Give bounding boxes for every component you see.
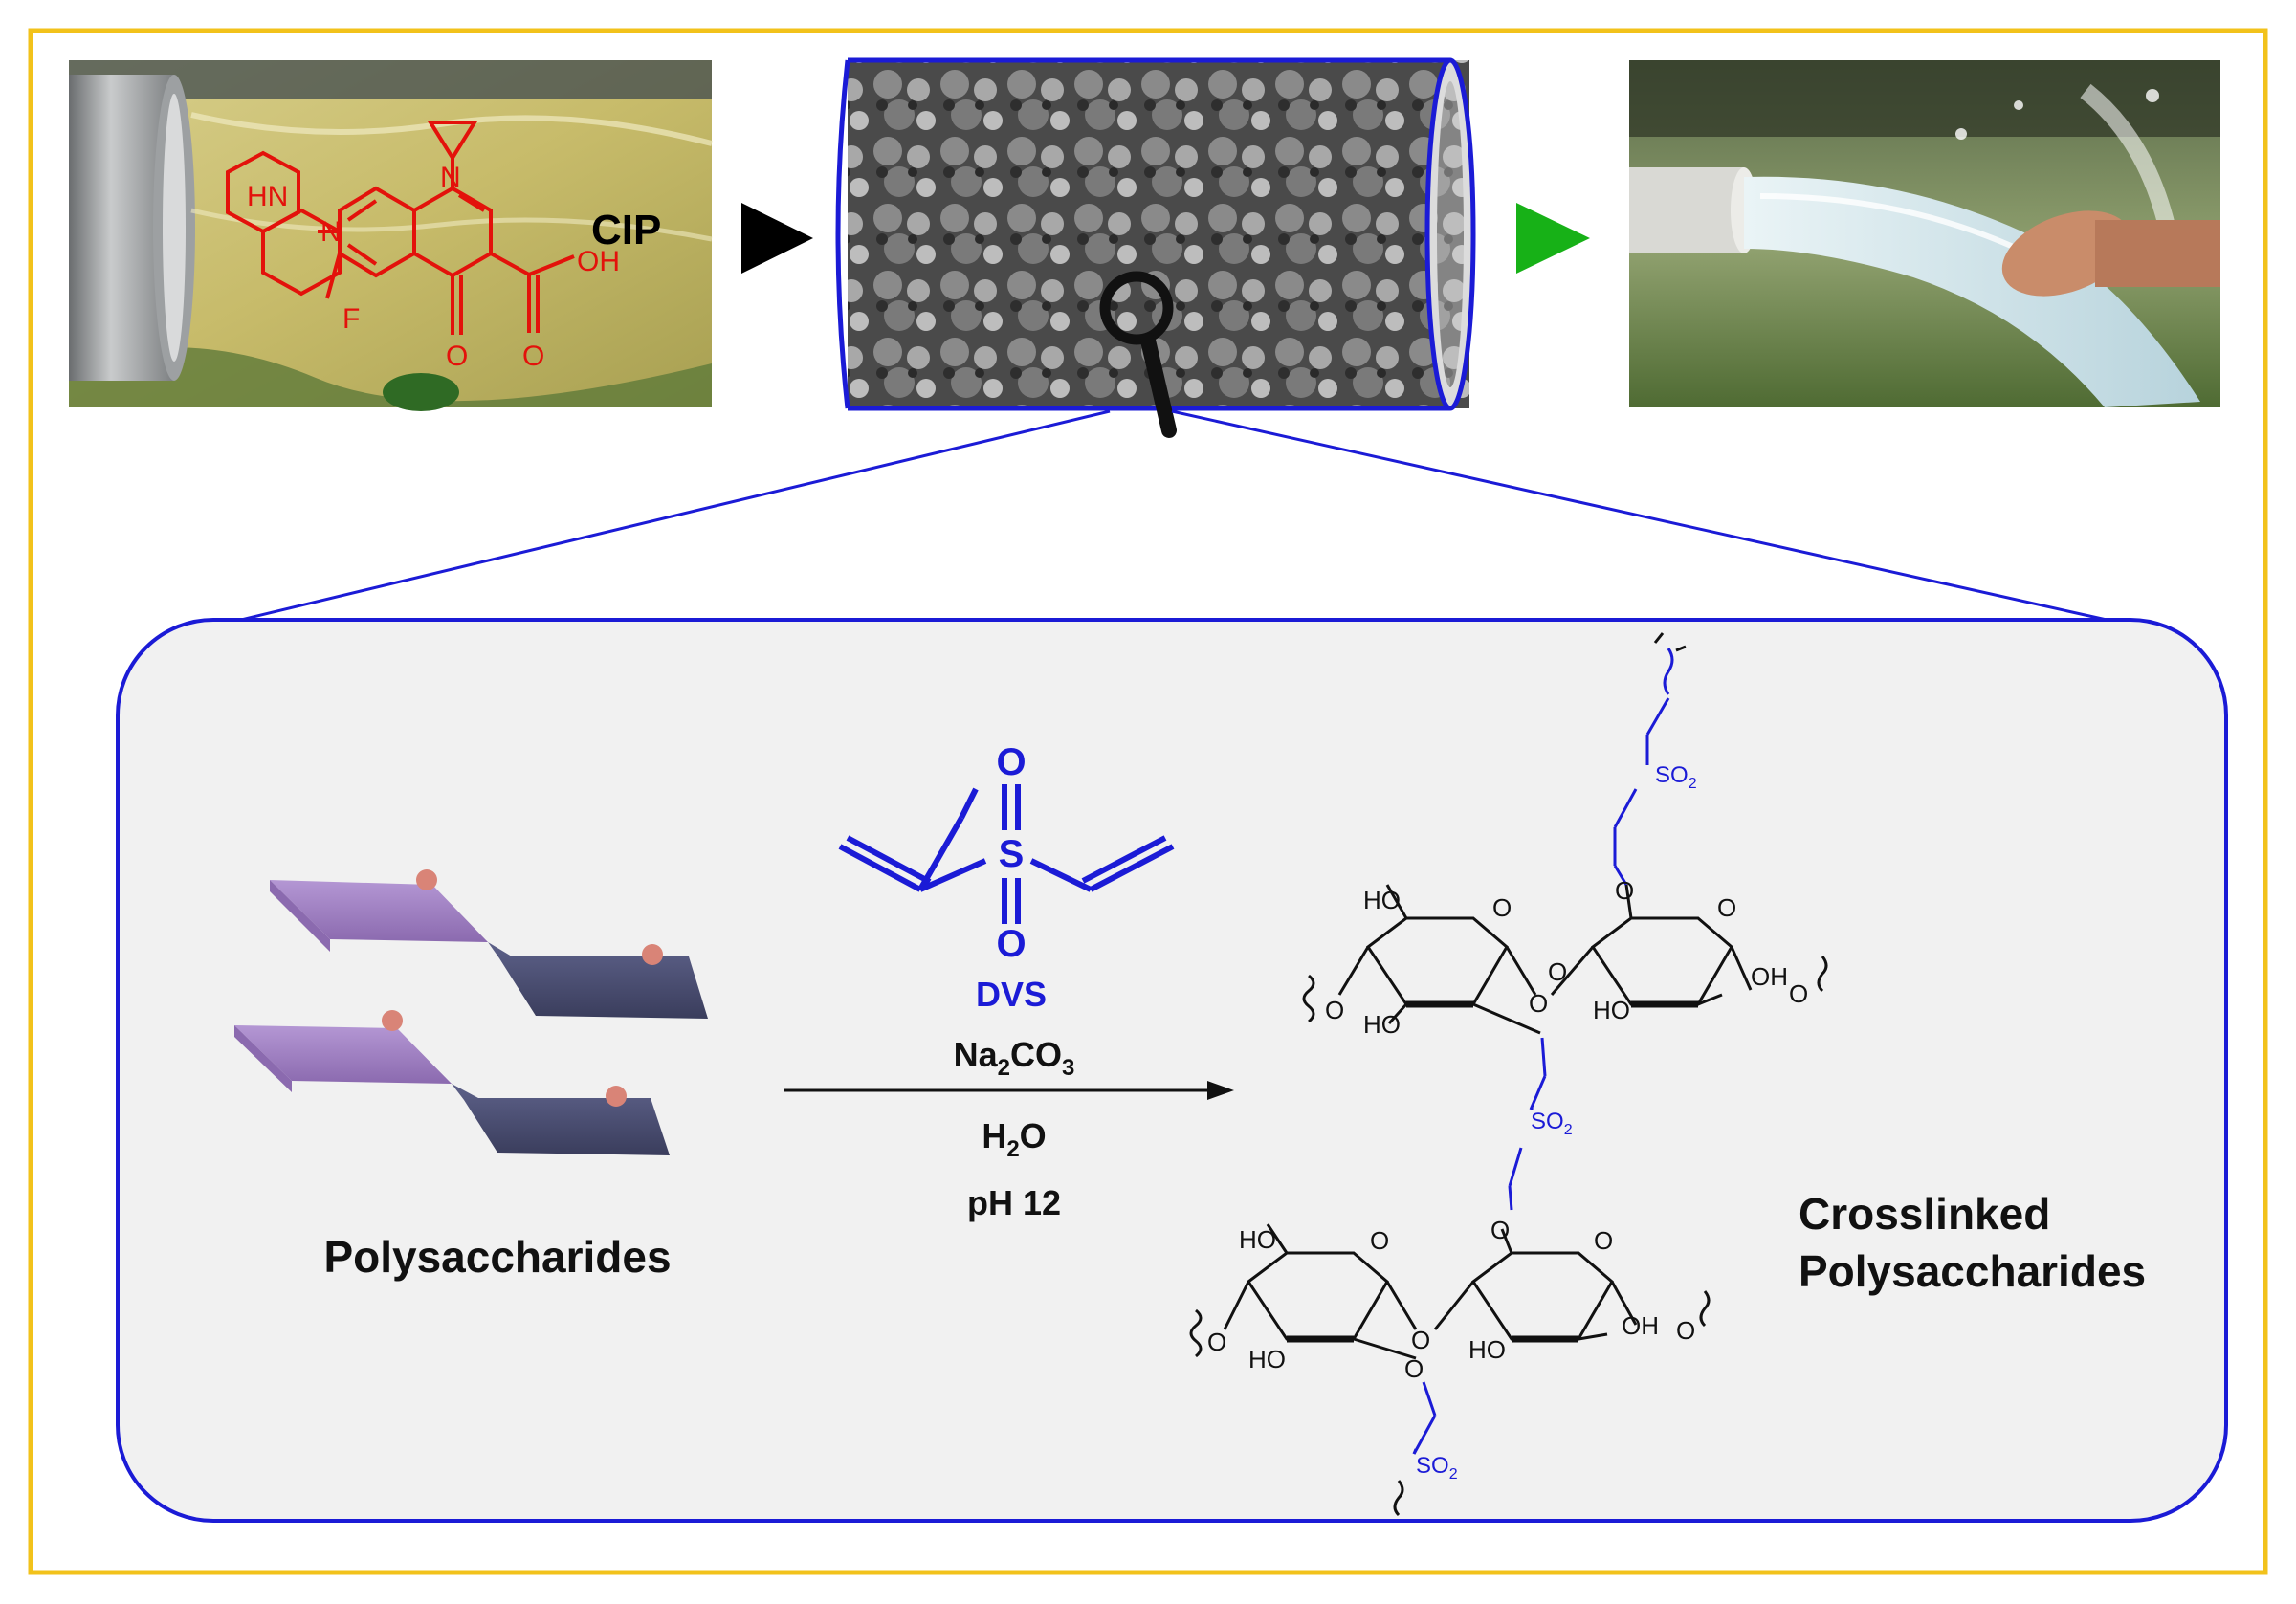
svg-text:O: O — [1529, 989, 1548, 1018]
svg-text:O: O — [1490, 1216, 1510, 1244]
svg-text:SO2: SO2 — [1531, 1109, 1573, 1138]
clean-water-image — [1629, 60, 2220, 407]
svg-text:HO: HO — [1239, 1225, 1276, 1254]
dvs-o-bottom: O — [996, 923, 1026, 965]
hydroxyl-bead — [642, 944, 663, 965]
start-material-label: Polysaccharides — [323, 1232, 671, 1282]
svg-text:HO: HO — [1363, 886, 1401, 914]
svg-text:HO: HO — [1593, 996, 1630, 1024]
svg-text:O: O — [1676, 1316, 1695, 1345]
svg-text:O: O — [1492, 893, 1512, 922]
svg-text:O: O — [1615, 876, 1634, 905]
wastewater-image — [69, 60, 713, 411]
hydroxyl-bead — [606, 1086, 627, 1107]
svg-text:SO2: SO2 — [1416, 1453, 1458, 1483]
svg-text:O: O — [1370, 1226, 1389, 1255]
cip-label: CIP — [591, 207, 661, 253]
svg-text:O: O — [1717, 893, 1736, 922]
svg-text:OH: OH — [1622, 1311, 1659, 1340]
svg-text:O: O — [1207, 1328, 1226, 1356]
zoom-line-right — [1171, 409, 2108, 622]
svg-text:HO: HO — [1248, 1345, 1286, 1373]
atom-oh: OH — [577, 246, 620, 277]
svg-text:O: O — [1548, 957, 1567, 986]
atom-hn: HN — [247, 181, 288, 212]
dvs-atom-labels: O S O — [996, 741, 1026, 965]
atom-o-keto: O — [446, 341, 468, 372]
zoom-line-left — [240, 409, 1111, 622]
svg-text:O: O — [1325, 996, 1344, 1024]
ciprofloxacin-structure — [226, 121, 575, 335]
svg-text:HO: HO — [1468, 1335, 1506, 1364]
condition-solvent: H2O — [982, 1116, 1046, 1162]
condition-ph: pH 12 — [967, 1183, 1061, 1222]
dvs-structure — [838, 784, 1175, 924]
svg-text:SO2: SO2 — [1655, 762, 1697, 792]
adsorbent-cylinder — [835, 57, 1476, 411]
hydroxyl-bead — [416, 869, 437, 890]
arrow-to-filter — [741, 203, 813, 274]
polysaccharide-cartoon — [234, 869, 708, 1155]
atom-n-piperazine: N — [320, 216, 342, 248]
svg-text:HO: HO — [1363, 1010, 1401, 1039]
product-label-line2: Polysaccharides — [1799, 1246, 2146, 1296]
hydroxyl-bead — [382, 1010, 403, 1031]
svg-text:OH: OH — [1751, 962, 1788, 991]
svg-text:O: O — [1789, 979, 1808, 1008]
reaction-panel — [116, 618, 2228, 1523]
magnifier-icon — [1099, 271, 1177, 438]
ciprofloxacin-atom-labels: HN N N F O O OH — [247, 162, 620, 372]
dvs-s: S — [999, 833, 1025, 875]
condition-base: Na2CO3 — [954, 1035, 1075, 1081]
atom-o-acid: O — [522, 341, 544, 372]
arrow-to-clean — [1516, 203, 1590, 274]
sugar-chain-upper — [270, 869, 708, 1019]
svg-text:O: O — [1411, 1326, 1430, 1354]
atom-f: F — [342, 303, 360, 335]
crosslinked-product-structure: SO2 HO O O O HO O HO — [1189, 632, 1828, 1517]
reaction-arrow-head — [1207, 1081, 1234, 1100]
sugar-chain-lower — [234, 1010, 670, 1155]
svg-text:O: O — [1594, 1226, 1613, 1255]
dvs-o-top: O — [996, 741, 1026, 783]
atom-n-ring: N — [440, 162, 461, 193]
product-label-line1: Crosslinked — [1799, 1189, 2050, 1239]
svg-text:O: O — [1404, 1354, 1424, 1383]
reagent-name: DVS — [976, 975, 1047, 1014]
